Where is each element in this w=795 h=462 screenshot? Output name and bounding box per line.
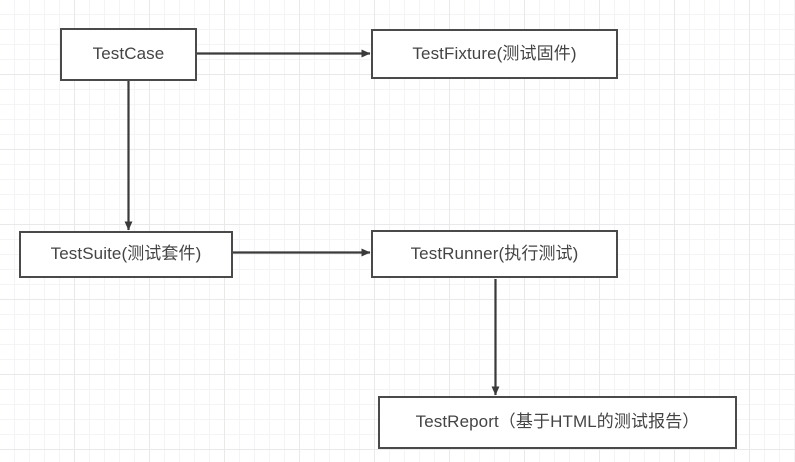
node-testsuite[interactable]: TestSuite(测试套件) — [19, 231, 233, 278]
node-testreport-label: TestReport（基于HTML的测试报告） — [415, 412, 700, 432]
node-testcase[interactable]: TestCase — [60, 28, 197, 81]
node-testrunner-label: TestRunner(执行测试) — [410, 243, 579, 263]
node-testreport[interactable]: TestReport（基于HTML的测试报告） — [378, 396, 737, 449]
node-testsuite-label: TestSuite(测试套件) — [50, 244, 202, 264]
node-testrunner[interactable]: TestRunner(执行测试) — [371, 230, 618, 278]
node-testfixture[interactable]: TestFixture(测试固件) — [371, 29, 618, 79]
node-testfixture-label: TestFixture(测试固件) — [412, 43, 577, 63]
node-testcase-label: TestCase — [92, 44, 165, 64]
